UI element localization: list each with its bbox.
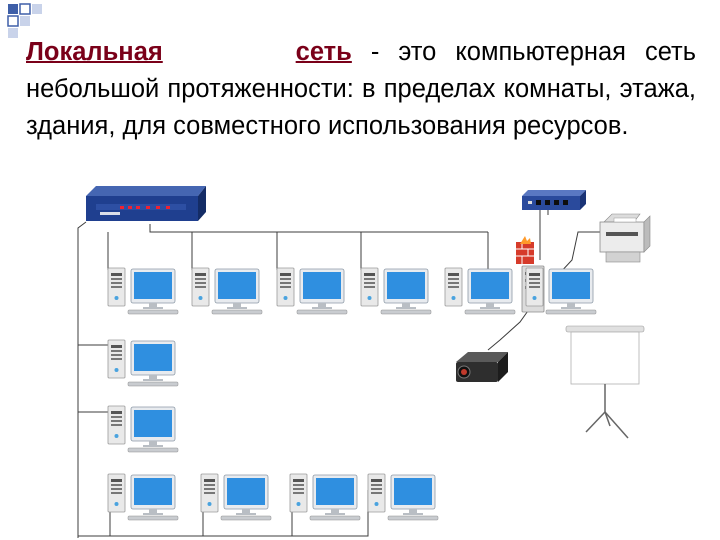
workstation-icon xyxy=(107,339,179,387)
firewall-icon xyxy=(516,236,534,264)
projection-screen-icon xyxy=(565,325,645,439)
projector-icon xyxy=(456,352,508,382)
workstation-icon xyxy=(289,473,361,521)
workstation-icon xyxy=(360,267,432,315)
term-local: Локальная xyxy=(26,38,163,66)
workstation-icon xyxy=(367,473,439,521)
workstation-icon xyxy=(444,267,516,315)
workstation-row-top xyxy=(107,267,516,315)
workstation-row-bottom xyxy=(107,473,439,521)
definition-paragraph: Локальная сеть - это компьютерная сеть н… xyxy=(26,34,696,145)
definition-text: - это компьютерная сеть небольшой протяж… xyxy=(26,38,696,140)
server-workstation-icon xyxy=(521,265,597,315)
workstation-icon xyxy=(276,267,348,315)
workstation-column-left xyxy=(107,339,179,453)
term-network: сеть xyxy=(295,38,352,66)
network-hub-icon xyxy=(86,186,206,221)
workstation-icon xyxy=(200,473,272,521)
printer-icon xyxy=(599,213,651,263)
corner-decoration xyxy=(7,3,42,38)
network-switch-icon xyxy=(522,190,586,210)
workstation-icon xyxy=(107,405,179,453)
workstation-icon xyxy=(107,267,179,315)
workstation-icon xyxy=(191,267,263,315)
workstation-icon xyxy=(107,473,179,521)
